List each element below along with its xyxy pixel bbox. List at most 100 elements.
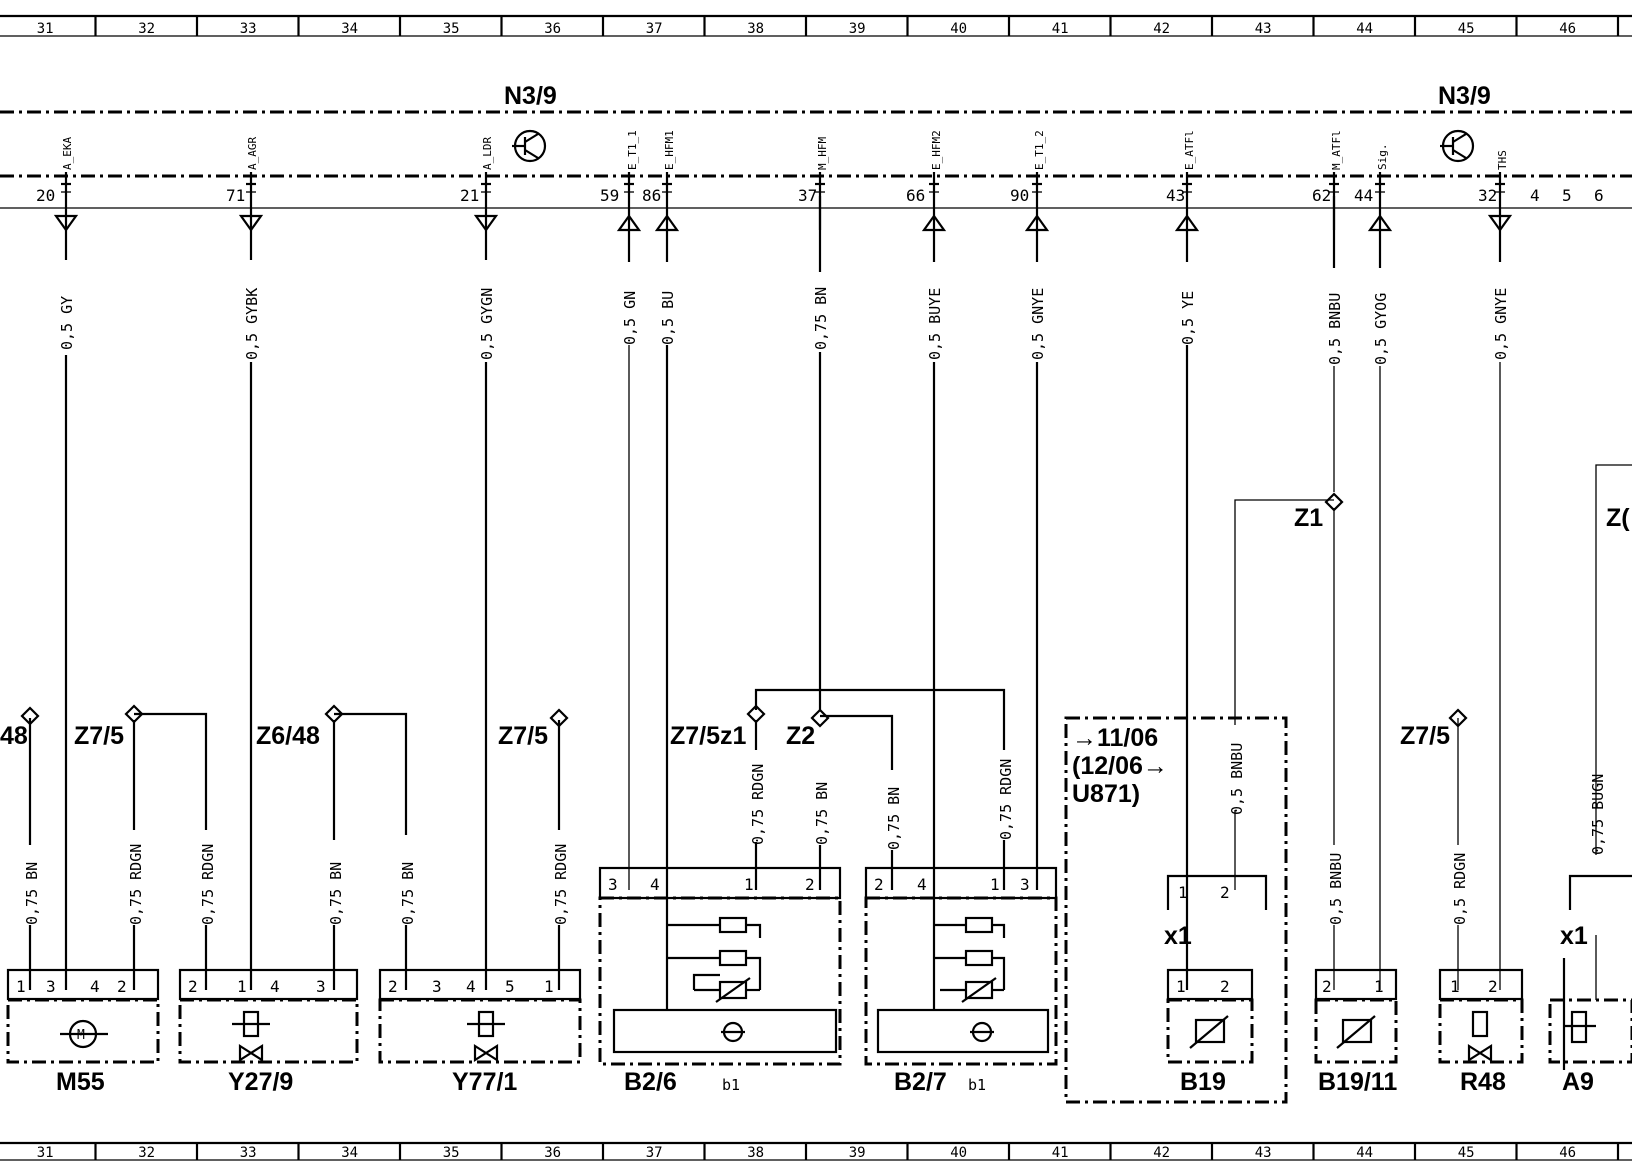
svg-text:0,5 GY: 0,5 GY	[58, 296, 76, 350]
svg-text:90: 90	[1010, 186, 1029, 205]
column-number: 32	[138, 21, 155, 37]
svg-text:0,75 BUGN: 0,75 BUGN	[1589, 774, 1607, 855]
svg-text:→11/06: →11/06	[1072, 724, 1158, 752]
column-number: 45	[1458, 21, 1475, 37]
svg-text:0,75 BN: 0,75 BN	[812, 287, 830, 350]
svg-text:3: 3	[46, 977, 56, 996]
svg-text:71: 71	[226, 186, 245, 205]
svg-text:2: 2	[1220, 977, 1230, 996]
output-arrow-icon	[473, 214, 499, 232]
svg-text:20: 20	[36, 186, 55, 205]
svg-text:66: 66	[906, 186, 925, 205]
svg-text:0,5 BUYE: 0,5 BUYE	[926, 288, 944, 360]
svg-text:2: 2	[188, 977, 198, 996]
signal-ldr: A_LDR 21	[460, 137, 494, 205]
column-number: 40	[950, 1145, 967, 1161]
component-b1911: 2 1 B19/11	[1314, 968, 1398, 1096]
svg-text:0,75 BN: 0,75 BN	[23, 862, 41, 925]
column-number: 31	[37, 21, 54, 37]
svg-text:43: 43	[1166, 186, 1185, 205]
svg-text:Z7/5: Z7/5	[74, 722, 124, 750]
svg-text:5: 5	[505, 977, 515, 996]
svg-text:2: 2	[805, 875, 815, 894]
signal-mhfm: M_HFM 37	[798, 137, 829, 205]
component-a9: A9	[1548, 958, 1632, 1096]
svg-text:Z2: Z2	[786, 722, 815, 750]
component-b26: 3 4 1 2 B2/6 b1	[598, 866, 842, 1096]
signal-t12: E_T1_2 90	[1010, 130, 1046, 205]
svg-text:x1: x1	[1560, 922, 1588, 950]
column-number: 39	[849, 21, 866, 37]
svg-text:THS: THS	[1496, 150, 1509, 170]
output-arrow-icon	[238, 214, 264, 232]
svg-text:4: 4	[650, 875, 660, 894]
svg-text:0,5 YE: 0,5 YE	[1179, 291, 1197, 345]
svg-text:1: 1	[237, 977, 247, 996]
signal-matf: M_ATFl 62	[1312, 130, 1343, 205]
wires	[28, 172, 1632, 1010]
svg-text:0,75 RDGN: 0,75 RDGN	[552, 844, 570, 925]
resistor-network-icon	[934, 916, 1006, 1003]
signal-sig: Sig. 44	[1354, 144, 1389, 206]
svg-text:A9: A9	[1562, 1068, 1594, 1096]
svg-text:0,75 BN: 0,75 BN	[399, 862, 417, 925]
signal-eatf: E_ATFl 43	[1166, 130, 1196, 205]
svg-text:0,75 BN: 0,75 BN	[813, 782, 831, 845]
svg-text:E_HFM1: E_HFM1	[663, 130, 676, 170]
svg-text:(12/06→: (12/06→	[1072, 752, 1168, 780]
svg-text:B19: B19	[1180, 1068, 1226, 1096]
svg-text:Z7/5: Z7/5	[498, 722, 548, 750]
svg-text:M_ATFl: M_ATFl	[1330, 130, 1343, 170]
svg-text:4: 4	[466, 977, 476, 996]
svg-text:M55: M55	[56, 1068, 105, 1096]
temperature-sensor-icon	[1336, 1015, 1376, 1049]
svg-text:48: 48	[0, 722, 28, 750]
column-number: 36	[544, 21, 561, 37]
svg-text:0,75 RDGN: 0,75 RDGN	[997, 759, 1015, 840]
connector-x1b: x1	[1560, 874, 1632, 950]
svg-text:21: 21	[460, 186, 479, 205]
svg-text:3: 3	[608, 875, 618, 894]
svg-text:0,75 RDGN: 0,75 RDGN	[199, 844, 217, 925]
svg-text:0,5 BU: 0,5 BU	[659, 291, 677, 345]
resistor-network-icon	[667, 916, 762, 1003]
column-number: 38	[747, 1145, 764, 1161]
signal-eka: A_EKA 20	[36, 137, 74, 205]
column-number: 32	[138, 1145, 155, 1161]
extra-pin: 4	[1530, 186, 1540, 205]
column-number: 37	[646, 21, 663, 37]
output-arrow-icon	[1487, 214, 1513, 232]
sensor-icon	[721, 1021, 745, 1043]
svg-text:U871): U871)	[1072, 780, 1140, 808]
svg-text:44: 44	[1354, 186, 1373, 205]
svg-text:0,5 GNYE: 0,5 GNYE	[1492, 288, 1510, 360]
svg-text:1: 1	[544, 977, 554, 996]
column-number: 38	[747, 21, 764, 37]
signal-ths: THS 32	[1478, 150, 1509, 205]
svg-text:Z(: Z(	[1606, 504, 1630, 532]
variant-box: →11/06 (12/06→ U871)	[1064, 716, 1288, 1104]
svg-text:b1: b1	[968, 1076, 986, 1094]
connector-x1a: 1 2 x1	[1164, 874, 1268, 950]
ecu-label-right: N3/9	[1438, 82, 1491, 110]
column-number: 41	[1052, 1145, 1069, 1161]
svg-text:Sig.: Sig.	[1376, 144, 1389, 171]
svg-text:32: 32	[1478, 186, 1497, 205]
column-number: 44	[1356, 21, 1373, 37]
valve-icon	[232, 1010, 270, 1063]
svg-text:1: 1	[1374, 977, 1384, 996]
extra-pin: 6	[1594, 186, 1604, 205]
svg-text:0,5 BNBU: 0,5 BNBU	[1326, 293, 1344, 365]
signal-hfm2: E_HFM2 66	[906, 130, 943, 205]
svg-text:E_ATFl: E_ATFl	[1183, 130, 1196, 170]
column-number: 37	[646, 1145, 663, 1161]
svg-text:b1: b1	[722, 1076, 740, 1094]
svg-text:R48: R48	[1460, 1068, 1506, 1096]
column-number: 43	[1255, 21, 1272, 37]
column-number: 43	[1255, 1145, 1272, 1161]
component-y279: 2 1 4 3 Y27/9	[178, 968, 359, 1096]
component-y771: 2 3 4 5 1 Y77/1	[378, 968, 582, 1096]
column-number: 46	[1559, 21, 1576, 37]
